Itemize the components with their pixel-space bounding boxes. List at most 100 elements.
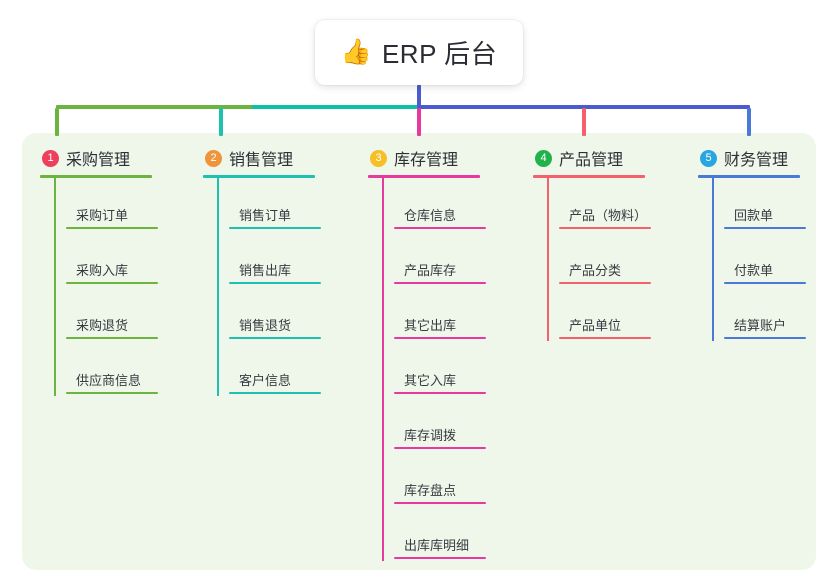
leaf-item-underline xyxy=(559,282,651,284)
root-node-content: 👍 ERP 后台 xyxy=(341,34,497,71)
branch-number-badge: 5 xyxy=(700,149,717,167)
leaf-item-label: 产品分类 xyxy=(569,263,622,278)
root-node-title: ERP 后台 xyxy=(381,39,498,69)
branch-number-badge: 4 xyxy=(535,149,552,167)
leaf-item-underline xyxy=(229,337,321,339)
leaf-item-label: 销售订单 xyxy=(239,208,292,223)
leaf-item-label: 其它出库 xyxy=(404,318,457,333)
leaf-item[interactable]: 采购退货 xyxy=(66,288,190,343)
branch-header-5[interactable]: 5 财务管理 xyxy=(698,144,838,172)
root-node[interactable]: 👍 ERP 后台 xyxy=(315,20,523,85)
leaf-item-label: 库存调拨 xyxy=(404,428,457,443)
branch-title: 库存管理 xyxy=(394,152,459,169)
leaf-item-underline xyxy=(394,282,486,284)
branch-spine xyxy=(712,178,714,341)
leaf-item-label: 付款单 xyxy=(734,263,774,278)
leaf-item[interactable]: 供应商信息 xyxy=(66,343,190,398)
leaf-item-label: 产品库存 xyxy=(404,263,457,278)
leaf-item-label: 回款单 xyxy=(734,208,774,223)
leaf-item-label: 结算账户 xyxy=(734,318,787,333)
branch-title: 财务管理 xyxy=(724,152,789,169)
leaf-item[interactable]: 产品（物料） xyxy=(559,178,683,233)
branch-drop-connector-4 xyxy=(582,108,586,136)
branch-title: 采购管理 xyxy=(66,152,131,169)
leaf-item-label: 出库库明细 xyxy=(404,538,470,553)
leaf-item-underline xyxy=(724,227,806,229)
leaf-item[interactable]: 付款单 xyxy=(724,233,838,288)
leaf-item[interactable]: 仓库信息 xyxy=(394,178,518,233)
branch-underline xyxy=(368,175,480,178)
leaf-item[interactable]: 采购订单 xyxy=(66,178,190,233)
leaf-item-label: 库存盘点 xyxy=(404,483,457,498)
branch-drop-connector-5 xyxy=(747,108,751,136)
leaf-item-underline xyxy=(66,227,158,229)
branch-header-1[interactable]: 1 采购管理 xyxy=(40,144,190,172)
leaf-item-label: 采购订单 xyxy=(76,208,129,223)
leaf-item-underline xyxy=(394,557,486,559)
leaf-item-label: 采购退货 xyxy=(76,318,129,333)
leaf-item[interactable]: 回款单 xyxy=(724,178,838,233)
leaf-item-underline xyxy=(229,392,321,394)
branch-spine xyxy=(547,178,549,341)
branch-header-3[interactable]: 3 库存管理 xyxy=(368,144,518,172)
branch-children-5: 回款单付款单结算账户 xyxy=(712,178,838,343)
leaf-item[interactable]: 产品分类 xyxy=(559,233,683,288)
branches-panel xyxy=(22,133,816,570)
branch-drop-connector-1 xyxy=(55,108,59,136)
leaf-item[interactable]: 销售出库 xyxy=(229,233,353,288)
leaf-item-underline xyxy=(229,282,321,284)
leaf-item-underline xyxy=(229,227,321,229)
leaf-item[interactable]: 客户信息 xyxy=(229,343,353,398)
leaf-item[interactable]: 库存盘点 xyxy=(394,453,518,508)
branch-spine xyxy=(217,178,219,396)
leaf-item[interactable]: 销售退货 xyxy=(229,288,353,343)
leaf-item-label: 销售退货 xyxy=(239,318,292,333)
branch-title: 产品管理 xyxy=(559,152,624,169)
leaf-item-underline xyxy=(394,447,486,449)
leaf-item-label: 产品单位 xyxy=(569,318,622,333)
leaf-item[interactable]: 产品库存 xyxy=(394,233,518,288)
leaf-item-underline xyxy=(559,337,651,339)
leaf-item[interactable]: 其它出库 xyxy=(394,288,518,343)
branch-spine xyxy=(54,178,56,396)
branch-underline xyxy=(698,175,800,178)
branch-children-1: 采购订单采购入库采购退货供应商信息 xyxy=(54,178,190,398)
leaf-item[interactable]: 采购入库 xyxy=(66,233,190,288)
leaf-item-underline xyxy=(394,502,486,504)
branch-number-badge: 3 xyxy=(370,149,387,167)
bus-segment-teal xyxy=(252,105,420,109)
branch-3[interactable]: 3 库存管理仓库信息产品库存其它出库其它入库库存调拨库存盘点出库库明细 xyxy=(368,144,518,563)
thumbs-up-icon: 👍 xyxy=(340,38,372,66)
root-stem-connector xyxy=(417,85,421,108)
bus-segment-green xyxy=(56,105,254,109)
leaf-item-underline xyxy=(394,392,486,394)
branch-underline xyxy=(40,175,152,178)
leaf-item-underline xyxy=(66,337,158,339)
leaf-item-underline xyxy=(394,227,486,229)
leaf-item-underline xyxy=(394,337,486,339)
leaf-item-label: 采购入库 xyxy=(76,263,129,278)
branch-number-badge: 1 xyxy=(42,149,59,167)
bus-segment-blue xyxy=(418,105,750,109)
leaf-item[interactable]: 库存调拨 xyxy=(394,398,518,453)
leaf-item-underline xyxy=(66,282,158,284)
branch-5[interactable]: 5 财务管理回款单付款单结算账户 xyxy=(698,144,838,343)
leaf-item[interactable]: 出库库明细 xyxy=(394,508,518,563)
branch-1[interactable]: 1 采购管理采购订单采购入库采购退货供应商信息 xyxy=(40,144,190,398)
leaf-item[interactable]: 结算账户 xyxy=(724,288,838,343)
leaf-item[interactable]: 其它入库 xyxy=(394,343,518,398)
branch-children-2: 销售订单销售出库销售退货客户信息 xyxy=(217,178,353,398)
leaf-item[interactable]: 产品单位 xyxy=(559,288,683,343)
branch-children-3: 仓库信息产品库存其它出库其它入库库存调拨库存盘点出库库明细 xyxy=(382,178,518,563)
branch-underline xyxy=(203,175,315,178)
leaf-item-underline xyxy=(66,392,158,394)
branch-header-4[interactable]: 4 产品管理 xyxy=(533,144,683,172)
leaf-item[interactable]: 销售订单 xyxy=(229,178,353,233)
leaf-item-underline xyxy=(724,282,806,284)
branch-4[interactable]: 4 产品管理产品（物料） 产品分类产品单位 xyxy=(533,144,683,343)
leaf-item-label: 其它入库 xyxy=(404,373,457,388)
branch-drop-connector-3 xyxy=(417,108,421,136)
